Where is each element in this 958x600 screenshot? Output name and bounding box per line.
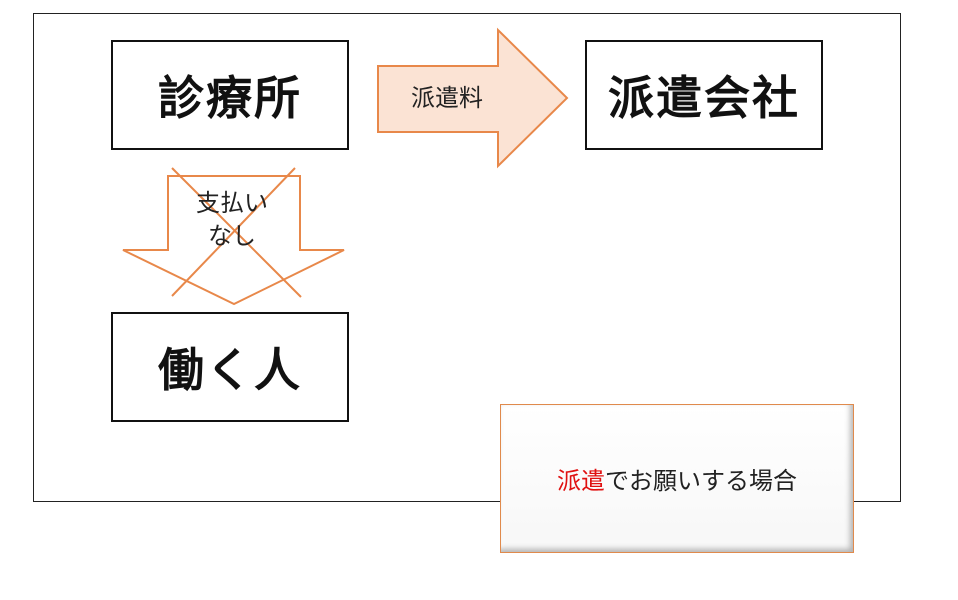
clinic-box: 診療所 — [111, 40, 349, 150]
callout-highlight: 派遣 — [557, 467, 605, 495]
cross-line-2 — [171, 167, 296, 297]
callout-text: でお願いする場合 — [605, 467, 797, 495]
dispatch-case-button[interactable]: 派遣でお願いする場合 — [500, 404, 854, 553]
no-payment-label: 支払い なし — [176, 187, 288, 253]
agency-label: 派遣会社 — [608, 71, 800, 125]
no-payment-line-2: なし — [208, 222, 256, 250]
worker-box: 働く人 — [111, 312, 349, 422]
diagram-frame — [33, 13, 901, 502]
no-payment-arrow — [122, 175, 345, 306]
agency-box: 派遣会社 — [585, 40, 823, 150]
clinic-label: 診療所 — [158, 71, 302, 125]
fee-arrow-label: 派遣料 — [411, 84, 483, 112]
fee-arrow — [377, 27, 569, 169]
worker-label: 働く人 — [158, 343, 302, 397]
cross-line-1 — [171, 167, 302, 298]
no-payment-line-1: 支払い — [196, 189, 268, 217]
